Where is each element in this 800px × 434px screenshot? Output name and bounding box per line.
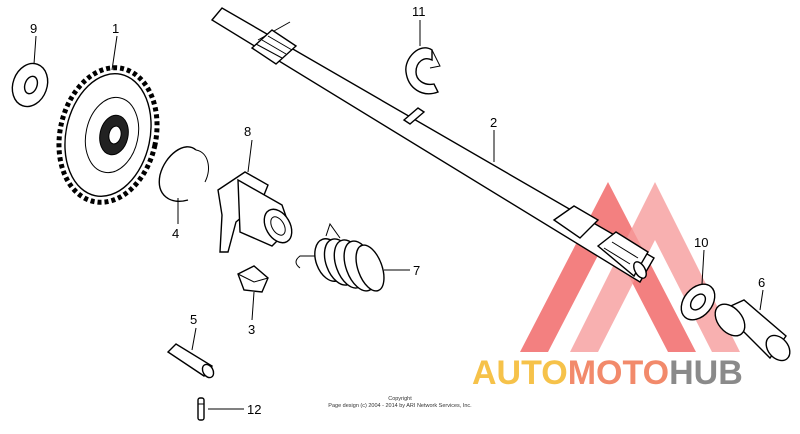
- part-7-spring: [295, 222, 385, 292]
- part-5-pin: [166, 343, 215, 379]
- copyright-notice: Copyright Page design (c) 2004 - 2014 by…: [300, 396, 500, 410]
- callout-4: 4: [172, 226, 179, 241]
- callout-3: 3: [248, 322, 255, 337]
- watermark-triangle-left: [520, 182, 696, 352]
- callout-12: 12: [247, 402, 261, 417]
- part-9-washer: [11, 62, 49, 108]
- callout-11: 11: [412, 4, 426, 19]
- part-12-small-pin: [197, 397, 205, 421]
- part-6-collar: [714, 299, 791, 362]
- part-3-block: [237, 265, 269, 293]
- callout-labels: 9 1 2 8 4 3 7 11 10 6 5 12: [30, 4, 765, 417]
- part-8-arm: [217, 171, 293, 253]
- watermark-hub: HUB: [669, 354, 743, 392]
- part-10-washer: [680, 283, 716, 321]
- leader-lines: [33, 20, 764, 410]
- watermark-moto: MOTO: [568, 354, 669, 392]
- callout-5: 5: [190, 312, 197, 327]
- part-1-gear: [56, 65, 160, 205]
- watermark-auto: AUTO: [472, 354, 568, 392]
- callout-8: 8: [244, 124, 251, 139]
- part-11-clip: [405, 47, 441, 95]
- part-4-circlip: [158, 146, 209, 202]
- callout-6: 6: [758, 275, 765, 290]
- part-2-shaft: [210, 7, 655, 283]
- copyright-text: Page design (c) 2004 - 2014 by ARI Netwo…: [328, 403, 472, 409]
- callout-7: 7: [413, 263, 420, 278]
- callout-10: 10: [694, 235, 708, 250]
- callout-1: 1: [112, 21, 119, 36]
- watermark-brand-text: AUTOMOTOHUB: [472, 354, 743, 392]
- callout-2: 2: [490, 115, 497, 130]
- callout-9: 9: [30, 21, 37, 36]
- copyright-title: Copyright: [388, 396, 412, 402]
